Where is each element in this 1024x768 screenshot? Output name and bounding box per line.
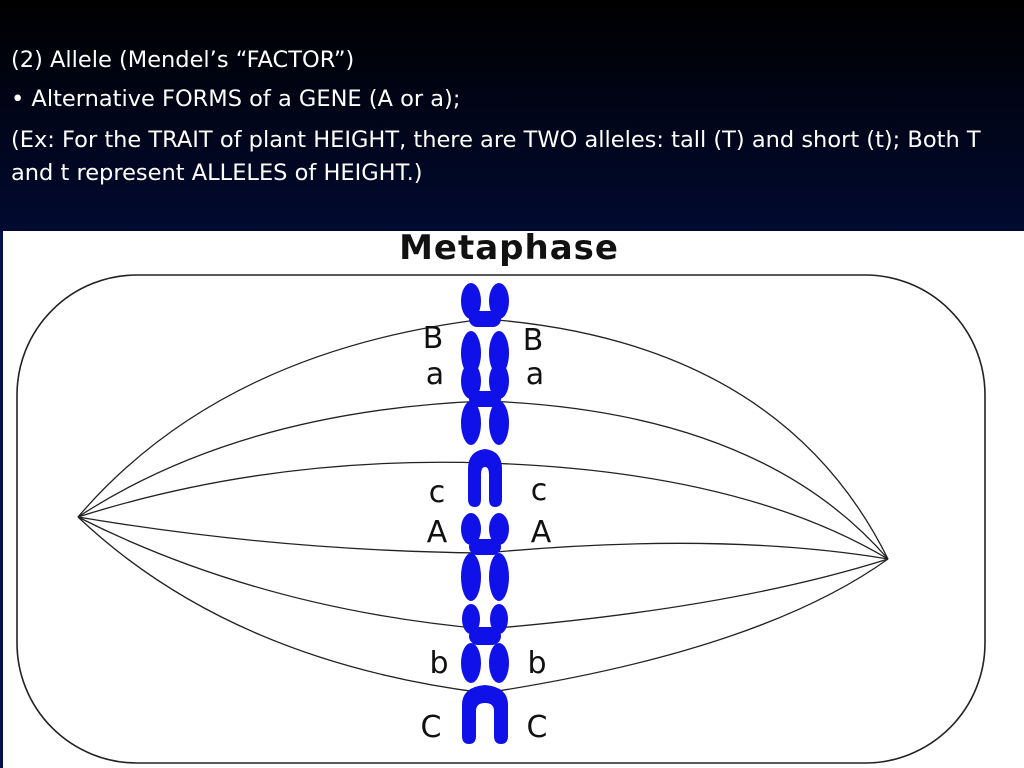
allele-label-left: a	[426, 357, 444, 392]
allele-label-left: b	[429, 646, 448, 681]
allele-label-left: C	[421, 710, 442, 745]
chromosome-1	[461, 283, 509, 375]
spindle-fiber	[484, 462, 889, 560]
allele-label-right: A	[531, 515, 552, 550]
spindle-fiber	[484, 400, 889, 560]
spindle-fiber	[484, 542, 889, 560]
diagram-title: Metaphase	[399, 231, 619, 268]
panel-edge	[0, 231, 3, 768]
spindle-fiber	[77, 400, 486, 518]
spindle-fiber	[77, 516, 486, 694]
allele-label-left: c	[429, 475, 446, 510]
metaphase-diagram: Metaphase B a c A b C B a c A b C	[16, 231, 986, 764]
chromosome-3	[468, 449, 502, 507]
chromosome-4	[461, 513, 509, 601]
spindle-fiber	[484, 558, 889, 694]
spindle-fiber	[484, 558, 889, 630]
bullet-point: • Alternative FORMS of a GENE (A or a);	[11, 86, 461, 112]
allele-label-right: b	[527, 646, 546, 681]
slide-text: (2) Allele (Mendel’s “FACTOR”) • Alterna…	[11, 44, 1016, 190]
example-text: (Ex: For the TRAIT of plant HEIGHT, ther…	[11, 127, 981, 186]
spindle-fiber	[77, 516, 486, 630]
chromosome-2	[461, 363, 509, 445]
spindle-fibers	[77, 318, 889, 694]
spindle-fiber	[484, 318, 889, 560]
cell-outline	[16, 274, 986, 764]
allele-label-right: B	[523, 323, 544, 358]
allele-label-left: B	[423, 321, 444, 356]
allele-label-left: A	[427, 515, 448, 550]
metaphase-figure: Metaphase B a c A b C B a c A b C	[0, 231, 1024, 768]
allele-label-right: a	[526, 357, 544, 392]
spindle-fiber	[77, 461, 486, 518]
chromosomes	[461, 283, 509, 744]
allele-label-right: c	[531, 473, 548, 508]
spindle-fiber	[77, 318, 486, 518]
heading: (2) Allele (Mendel’s “FACTOR”)	[11, 47, 355, 73]
chromosome-6	[462, 685, 508, 744]
allele-label-right: C	[527, 710, 548, 745]
spindle-fiber	[77, 516, 486, 554]
chromosome-5	[461, 604, 509, 683]
